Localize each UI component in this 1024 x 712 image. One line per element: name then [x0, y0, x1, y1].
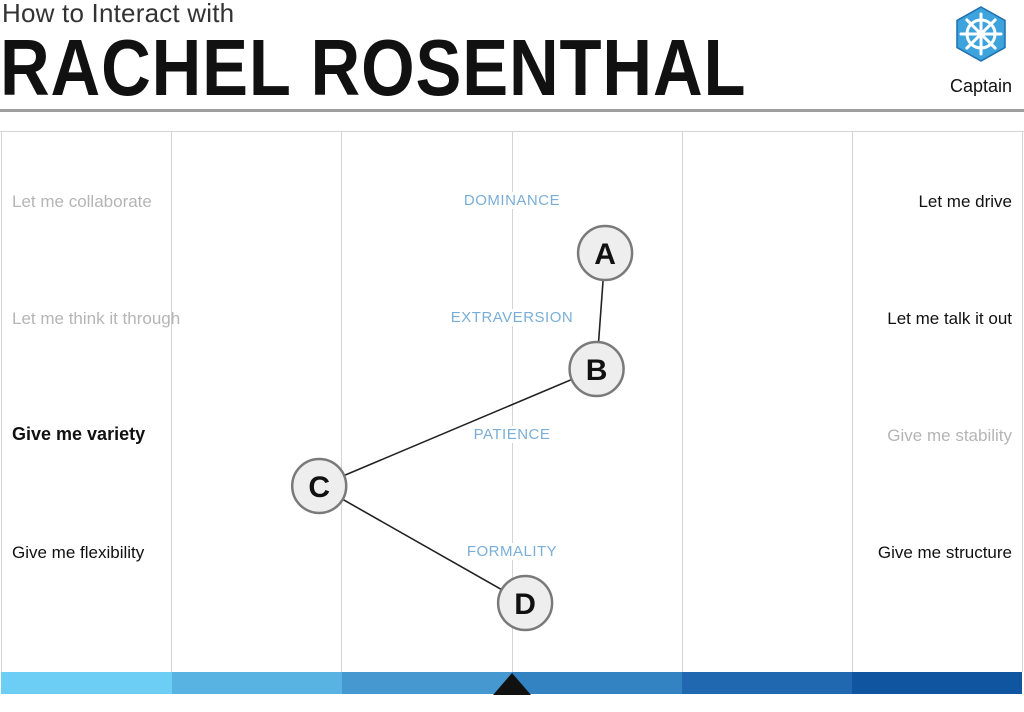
node-c: C: [290, 457, 348, 515]
node-a: A: [576, 224, 634, 282]
connector-line: [318, 485, 526, 604]
node-b: B: [568, 340, 625, 398]
grid-line: [852, 132, 853, 672]
logo-label: Captain: [949, 76, 1013, 96]
header-divider: [0, 109, 1024, 112]
connector-line: [318, 368, 597, 487]
trait-formality: FORMALITY: [412, 543, 612, 560]
grid-line: [171, 132, 172, 672]
left-label-formality: Give me flexibility: [12, 543, 145, 562]
node-d: D: [496, 574, 554, 632]
scale-bar-segment: [852, 672, 1022, 694]
node-label: C: [308, 471, 330, 504]
scale-bar-segment: [1, 672, 172, 694]
scale-bar-segment: [342, 672, 512, 694]
node-label: A: [594, 238, 616, 271]
right-label-dominance: Let me drive: [918, 192, 1012, 211]
trait-extraversion: EXTRAVERSION: [412, 309, 612, 326]
node-label: D: [514, 588, 536, 621]
left-label-extraversion: Let me think it through: [12, 309, 181, 328]
grid-line: [341, 132, 342, 672]
grid-line: [1, 132, 2, 672]
chart-top-border: [0, 131, 1024, 132]
person-name: RACHEL ROSENTHAL: [0, 23, 747, 112]
grid-line: [1022, 132, 1023, 672]
node-label: B: [586, 354, 608, 387]
grid-line: [512, 132, 513, 672]
center-pointer: [493, 673, 531, 695]
right-label-formality: Give me structure: [877, 543, 1012, 562]
scale-bar-segment: [512, 672, 682, 694]
trait-patience: PATIENCE: [412, 426, 612, 443]
right-label-extraversion: Let me talk it out: [887, 309, 1012, 328]
left-label-patience: Give me variety: [12, 424, 146, 444]
left-label-dominance: Let me collaborate: [12, 192, 152, 211]
grid-line: [682, 132, 683, 672]
ship-wheel-icon: [956, 6, 1006, 62]
trait-dominance: DOMINANCE: [412, 192, 612, 209]
scale-bar-segment: [682, 672, 852, 694]
right-label-patience: Give me stability: [887, 426, 1012, 445]
subtitle: How to Interact with: [2, 0, 235, 28]
scale-bar-segment: [172, 672, 342, 694]
